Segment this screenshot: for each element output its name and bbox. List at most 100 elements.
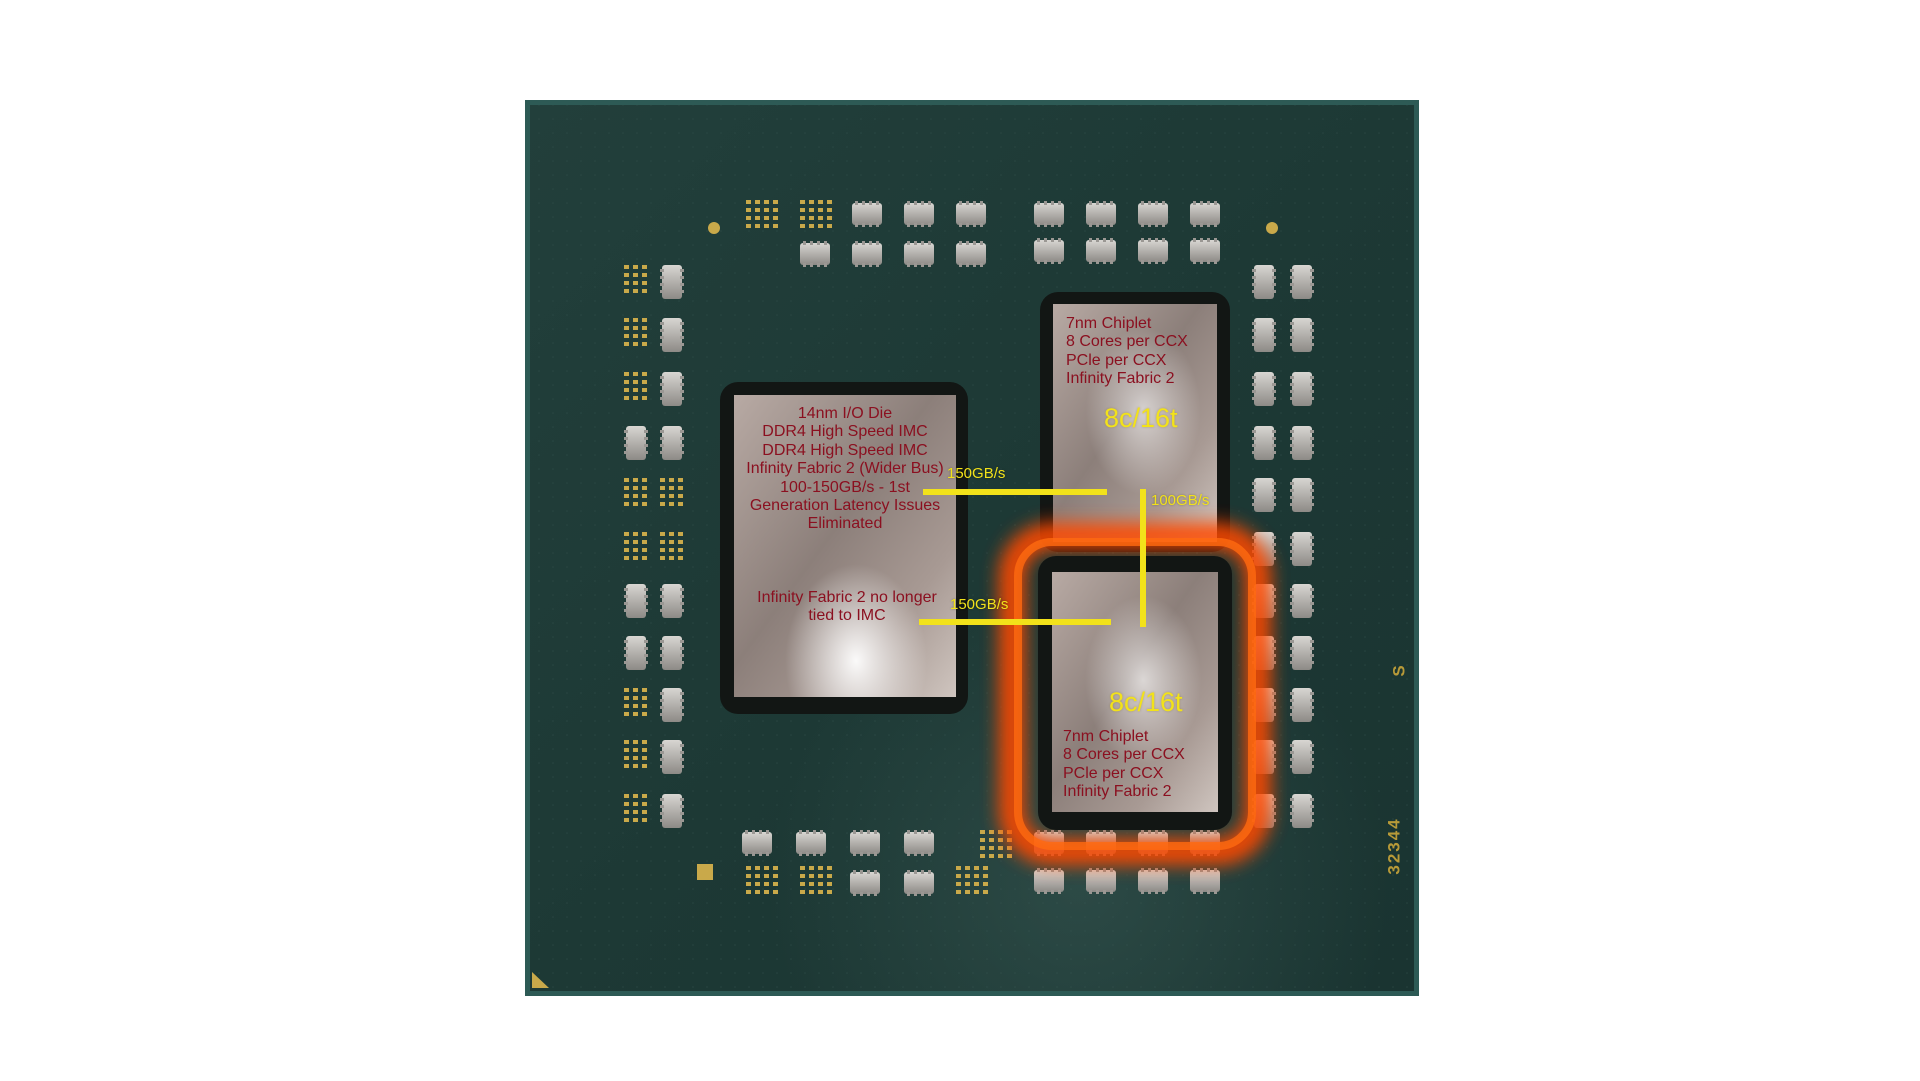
gold-contact-grid xyxy=(624,478,647,506)
gold-contact-grid xyxy=(624,532,647,560)
capacitor-pad xyxy=(800,241,830,267)
gold-contact-grid xyxy=(624,740,647,768)
capacitor-pad xyxy=(624,426,648,460)
package-marking-number: 32344 xyxy=(1384,817,1404,875)
fiducial-dot xyxy=(1266,222,1278,234)
capacitor-pad xyxy=(1034,201,1064,227)
capacitor-pad xyxy=(624,584,648,618)
link-label-io-bottom: 150GB/s xyxy=(950,596,1009,613)
capacitor-pad xyxy=(1190,238,1220,264)
capacitor-pad xyxy=(1290,584,1314,618)
capacitor-pad xyxy=(1290,265,1314,299)
capacitor-pad xyxy=(1086,238,1116,264)
io-die-note-line: tied to IMC xyxy=(808,607,886,625)
capacitor-pad xyxy=(852,241,882,267)
capacitor-pad xyxy=(660,426,684,460)
capacitor-pad xyxy=(904,241,934,267)
capacitor-pad xyxy=(1290,318,1314,352)
capacitor-pad xyxy=(1252,265,1276,299)
gold-contact-grid xyxy=(624,688,647,716)
capacitor-pad xyxy=(1252,372,1276,406)
capacitor-pad xyxy=(796,830,826,856)
capacitor-pad xyxy=(1190,201,1220,227)
capacitor-pad xyxy=(1034,238,1064,264)
chiplet-top-line: 8 Cores per CCX xyxy=(1066,333,1188,351)
capacitor-pad xyxy=(660,318,684,352)
capacitor-pad xyxy=(1252,478,1276,512)
capacitor-pad xyxy=(660,636,684,670)
chiplet-top-description: 7nm Chiplet 8 Cores per CCX PCle per CCX… xyxy=(1066,315,1188,389)
gold-contact-grid xyxy=(624,794,647,822)
gold-contact-grid xyxy=(624,372,647,400)
capacitor-pad xyxy=(1290,688,1314,722)
gold-contact-grid xyxy=(956,866,988,894)
chiplet-bottom-line: 7nm Chiplet xyxy=(1063,728,1149,745)
chiplet-top-line: 7nm Chiplet xyxy=(1066,315,1152,332)
package-marking-letter: S xyxy=(1389,663,1409,677)
capacitor-pad xyxy=(624,636,648,670)
io-die xyxy=(720,382,968,714)
gold-contact-grid xyxy=(800,866,832,894)
gold-contact-grid xyxy=(746,200,778,228)
io-die-line: Generation Latency Issues xyxy=(749,497,941,515)
capacitor-pad xyxy=(904,830,934,856)
gold-contact-grid xyxy=(624,318,647,346)
capacitor-pad xyxy=(1290,478,1314,512)
capacitor-pad xyxy=(1086,201,1116,227)
capacitor-pad xyxy=(660,740,684,774)
io-die-line: DDR4 High Speed IMC xyxy=(762,441,928,459)
capacitor-pad xyxy=(660,688,684,722)
capacitor-pad xyxy=(1252,318,1276,352)
capacitor-pad xyxy=(850,830,880,856)
gold-contact-grid xyxy=(660,478,683,506)
capacitor-pad xyxy=(1290,740,1314,774)
capacitor-pad xyxy=(1138,238,1168,264)
pin1-triangle xyxy=(532,972,549,988)
io-die-line: 100-150GB/s - 1st xyxy=(780,478,910,496)
capacitor-pad xyxy=(1290,532,1314,566)
link-label-top-bottom: 100GB/s xyxy=(1151,492,1210,509)
chiplet-bottom xyxy=(999,523,1271,865)
gold-contact-grid xyxy=(746,866,778,894)
chiplet-bottom-description: 7nm Chiplet 8 Cores per CCX PCle per CCX… xyxy=(1063,728,1185,802)
gold-contact-grid xyxy=(660,532,683,560)
chiplet-top xyxy=(1040,292,1230,552)
chiplet-top-line: PCle per CCX xyxy=(1066,351,1167,369)
capacitor-pad xyxy=(1190,868,1220,894)
gold-contact-grid xyxy=(624,265,647,293)
fiducial-dot xyxy=(708,222,720,234)
capacitor-pad xyxy=(1290,426,1314,460)
capacitor-pad xyxy=(1086,868,1116,894)
chiplet-top-line: Infinity Fabric 2 xyxy=(1066,370,1175,388)
capacitor-pad xyxy=(660,265,684,299)
chiplet-bottom-threads: 8c/16t xyxy=(1109,687,1183,717)
capacitor-pad xyxy=(1138,201,1168,227)
capacitor-pad xyxy=(852,201,882,227)
io-die-line: Eliminated xyxy=(807,515,883,533)
gold-contact-grid xyxy=(800,200,832,228)
capacitor-pad xyxy=(1138,868,1168,894)
chiplet-bottom-line: 8 Cores per CCX xyxy=(1063,746,1185,764)
chiplet-bottom-line: Infinity Fabric 2 xyxy=(1063,783,1172,801)
fiducial-square xyxy=(697,864,713,880)
capacitor-pad xyxy=(904,201,934,227)
link-label-io-top: 150GB/s xyxy=(947,465,1006,482)
fabric-links xyxy=(919,489,1146,627)
capacitor-pad xyxy=(1252,426,1276,460)
capacitor-pad xyxy=(660,794,684,828)
io-die-description: 14nm I/O Die DDR4 High Speed IMC DDR4 Hi… xyxy=(736,405,954,534)
capacitor-pad xyxy=(1290,794,1314,828)
io-die-line: 14nm I/O Die xyxy=(797,405,893,422)
chiplet-top-threads: 8c/16t xyxy=(1104,403,1178,433)
capacitor-pad xyxy=(742,830,772,856)
capacitor-pad xyxy=(850,870,880,896)
chiplet-bottom-line: PCle per CCX xyxy=(1063,764,1164,782)
capacitor-pad xyxy=(1290,372,1314,406)
capacitor-pad xyxy=(956,241,986,267)
capacitor-pad xyxy=(660,584,684,618)
capacitor-pad xyxy=(904,870,934,896)
capacitor-pad xyxy=(660,372,684,406)
capacitor-pad xyxy=(1034,868,1064,894)
io-die-note: Infinity Fabric 2 no longer tied to IMC xyxy=(736,589,958,626)
